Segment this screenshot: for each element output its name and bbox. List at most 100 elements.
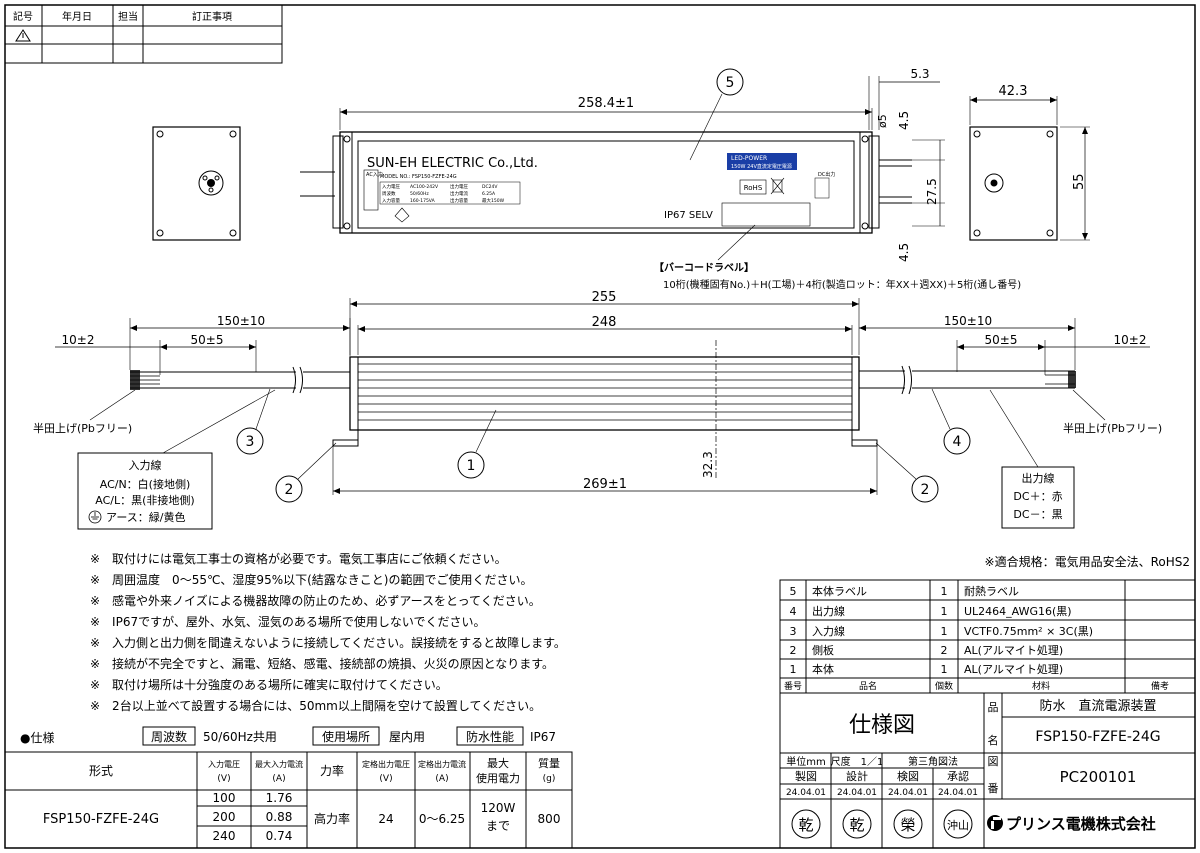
label-brand: SUN-EH ELECTRIC Co.,Ltd. (367, 156, 538, 171)
callout-1-label: 1 (467, 458, 476, 474)
part-2-num: 2 (790, 644, 797, 657)
spec-header-out-i: 定格出力電流 (418, 759, 466, 769)
title-scale: 尺度 1／1 (831, 755, 884, 768)
part-4-material: UL2464_AWG16(黒) (964, 605, 1072, 618)
label-spec-cell: 入力電圧 (382, 183, 400, 190)
dim-strip-right: 50±5 (985, 333, 1018, 347)
label-spec-cell: 出力電圧 (450, 183, 468, 190)
product-name-2: FSP150-FZFE-24G (1035, 729, 1160, 745)
part-4-qty: 1 (941, 605, 948, 618)
pse-mark-icon (394, 207, 410, 223)
callout-2-left (275, 475, 303, 503)
label-spec-cell: 入力容量 (382, 197, 400, 204)
part-2-material: AL(アルマイト処理) (964, 644, 1063, 657)
part-2-name: 側板 (812, 643, 834, 657)
spec-mass: 800 (538, 812, 561, 826)
input-box-title: 入力線 (129, 458, 162, 472)
spec-pf: 高力率 (314, 811, 350, 826)
spec-section: ●仕様 周波数 50/60Hz共用 使用場所 屋内用 防水性能 IP67 形式 … (4, 726, 573, 849)
spec-header-max-p2: 使用電力 (476, 772, 520, 785)
spec-header-max-i: 最大入力電流 (255, 759, 303, 769)
part-4-num: 4 (790, 605, 797, 618)
spec-model: FSP150-FZFE-24G (43, 812, 159, 827)
input-box-line-3: アース：緑/黄色 (106, 510, 186, 524)
date-design: 24.04.01 (837, 788, 877, 798)
input-box-line-1: AC/N：白(接地側) (100, 477, 191, 491)
spec-heading: ●仕様 (20, 731, 54, 745)
company-logo-icon (987, 815, 1003, 831)
part-1-num: 1 (790, 663, 797, 676)
dim-248: 248 (592, 315, 617, 330)
note-8: ※ 2台以上並べて設置する場合には、50mm以上間隔を空けて設置してください。 (90, 698, 541, 713)
dim-42-3: 42.3 (999, 84, 1028, 99)
spec-row-1-a: 1.76 (266, 791, 293, 805)
spec-header-max-p: 最大 (487, 756, 509, 770)
top-view: SUN-EH ELECTRIC Co.,Ltd. MODEL NO.: FSP1… (152, 67, 1090, 291)
parts-header-name: 品名 (859, 680, 877, 692)
stamp-approve (943, 809, 973, 839)
title-block: 仕様図 品 名 防水 直流電源装置 FSP150-FZFE-24G 単位mm 尺… (779, 692, 1196, 849)
part-3-material: VCTF0.75mm² × 3C(黒) (964, 625, 1093, 638)
rev-header-person: 担当 (118, 10, 138, 23)
callout-3-label: 3 (246, 434, 255, 450)
output-box-line-1: DC＋：赤 (1013, 490, 1062, 503)
spec-header-max-i-unit: (A) (272, 774, 285, 784)
spec-header-pf: 力率 (320, 763, 344, 778)
place-label: 使用場所 (322, 729, 370, 744)
water-value: IP67 (530, 730, 556, 744)
dim-4-5-bot: 4.5 (897, 243, 911, 262)
label-rohs: RoHS (744, 184, 763, 192)
parts-header-qty: 個数 (935, 680, 953, 692)
dim-strip-left: 50±5 (191, 333, 224, 347)
revision-table: 記号 年月日 担当 訂正事項 (4, 4, 283, 64)
rev-header-date: 年月日 (62, 10, 92, 23)
spec-out-i: 0〜6.25 (419, 812, 465, 826)
title-unit: 単位mm (786, 755, 825, 768)
callout-5-label: 5 (726, 75, 735, 91)
label-ip-rating: IP67 SELV (664, 210, 713, 221)
label-spec-table: 入力電圧 AC100-242V 出力電圧 DC24V 周波数 50/60Hz 出… (379, 181, 521, 205)
date-check: 24.04.01 (888, 788, 928, 798)
part-5-name: 本体ラベル (812, 584, 867, 598)
cable-gland-left-icon (198, 170, 224, 196)
dim-lead-right: 150±10 (944, 314, 992, 328)
dim-4-5-top: 4.5 (897, 111, 911, 130)
role-approve: 承認 (947, 769, 969, 783)
label-spec-cell: DC24V (482, 184, 498, 190)
drawing-number: PC200101 (1060, 768, 1137, 786)
spec-row-3-a: 0.74 (266, 829, 293, 843)
callout-5 (716, 68, 744, 96)
dim-lead-left: 150±10 (217, 314, 265, 328)
role-drafting: 製図 (795, 769, 817, 783)
num-label-2: 番 (988, 782, 999, 795)
role-design: 設計 (846, 769, 868, 783)
note-3: ※ 感電や外来ノイズによる機器故障の防止のため、必ずアースをとってください。 (90, 593, 541, 608)
note-5: ※ 入力側と出力側を間違えないように接続してください。誤接続をすると故障します。 (90, 635, 566, 650)
part-5-material: 耐熱ラベル (964, 585, 1019, 598)
rohs-mark (739, 179, 767, 195)
spec-header-out-v-unit: (V) (379, 774, 392, 784)
label-ac-in: AC入力 (366, 171, 383, 178)
stamp-check (893, 809, 923, 839)
dim-27-5: 27.5 (925, 178, 939, 205)
note-1: ※ 取付けには電気工事士の資格が必要です。電気工事店にご依頼ください。 (90, 551, 507, 566)
callout-2-right (911, 475, 939, 503)
earth-ground-icon (88, 510, 102, 524)
product-label (357, 140, 855, 229)
freq-label: 周波数 (151, 729, 187, 744)
label-spec-cell: 出力電流 (450, 190, 468, 197)
dim-5-3: 5.3 (910, 67, 929, 81)
part-4-name: 出力線 (812, 604, 845, 618)
barcode-area (721, 202, 811, 227)
role-check: 検図 (897, 769, 919, 783)
spec-row-1-v: 100 (213, 791, 236, 805)
label-spec-cell: 周波数 (382, 190, 396, 197)
rev-header-content: 訂正事項 (192, 10, 232, 23)
notes: ※ 取付けには電気工事士の資格が必要です。電気工事店にご依頼ください。 ※ 周囲… (90, 551, 566, 713)
part-1-name: 本体 (812, 662, 834, 676)
led-power-badge (727, 153, 797, 170)
dim-255: 255 (592, 290, 617, 305)
rev-header-mark: 記号 (13, 10, 33, 23)
freq-value: 50/60Hz共用 (203, 730, 277, 744)
